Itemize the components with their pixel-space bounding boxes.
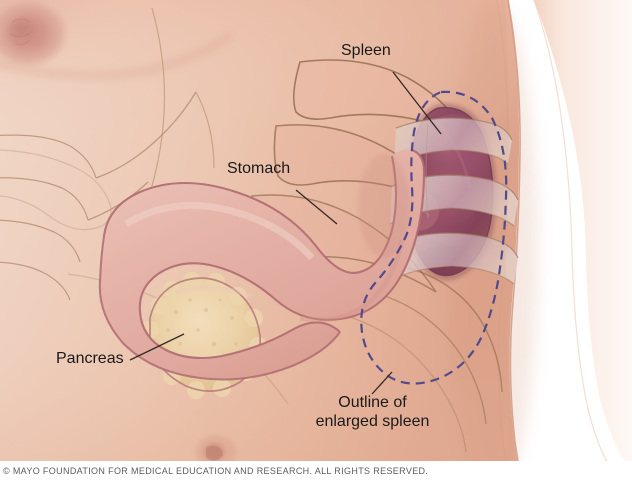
label-enlarged-spleen-outline: Outline of enlarged spleen (300, 393, 445, 431)
right-arm (533, 0, 632, 471)
label-pancreas: Pancreas (56, 350, 124, 367)
label-stomach: Stomach (227, 160, 291, 177)
label-outline-line2: enlarged spleen (315, 413, 430, 430)
label-outline-line1: Outline of (338, 394, 407, 411)
copyright-bar: © MAYO FOUNDATION FOR MEDICAL EDUCATION … (0, 461, 632, 480)
label-spleen: Spleen (341, 42, 391, 59)
copyright-text: © MAYO FOUNDATION FOR MEDICAL EDUCATION … (3, 465, 429, 476)
